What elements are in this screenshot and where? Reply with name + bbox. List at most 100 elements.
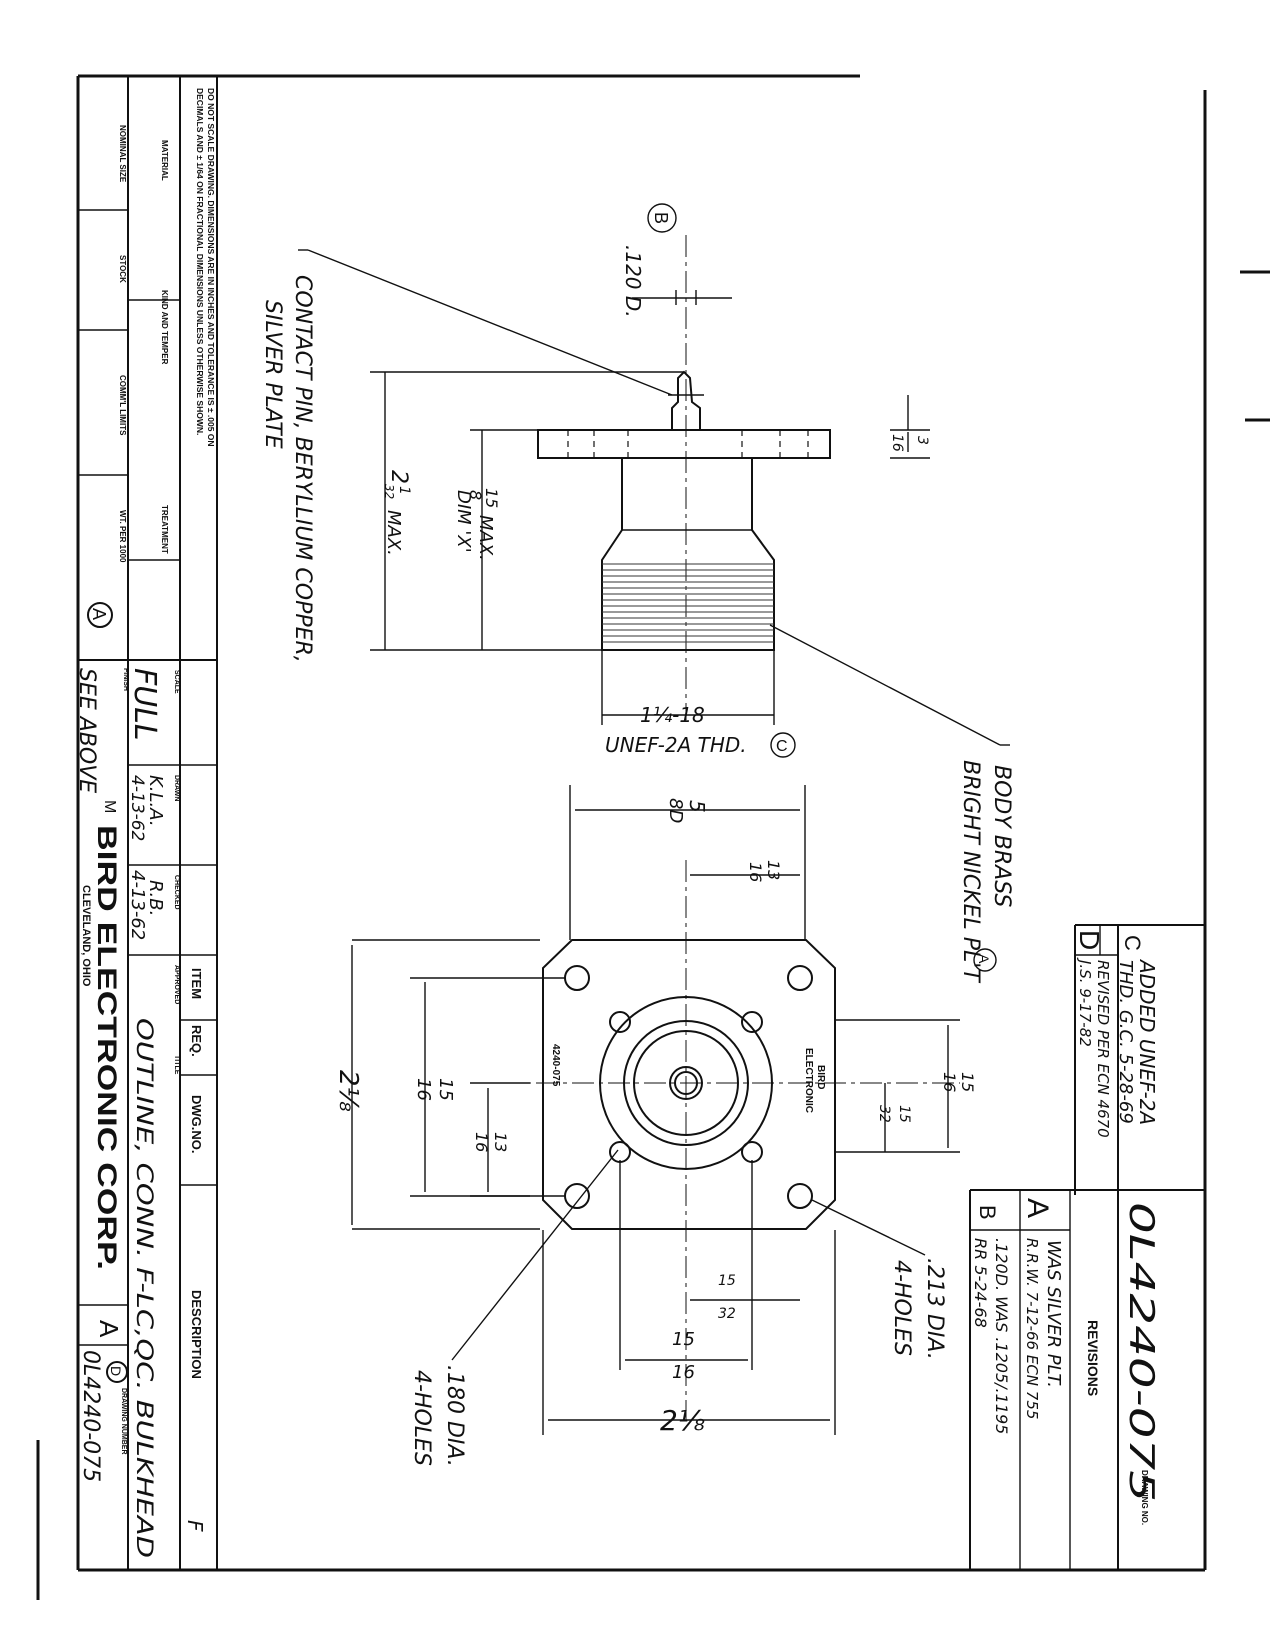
- dim-inner-num: 13: [491, 1132, 510, 1152]
- drawing-number-label: DRAWING NUMBER: [120, 1388, 127, 1455]
- revisions-block: DRAWING NO. 0L4240-075 REVISIONS A WAS S…: [969, 924, 1205, 1570]
- sheet-border: [36, 74, 1270, 1600]
- hole-large-note: .180 DIA.: [442, 1365, 467, 1467]
- rev-letter-a: A: [1021, 1198, 1054, 1218]
- scale-note-line1: DO NOT SCALE DRAWING. DIMENSIONS ARE IN …: [206, 88, 216, 447]
- hole-large-count: 4-HOLES: [409, 1370, 434, 1466]
- treatment-label: TREATMENT: [160, 505, 169, 554]
- dim-inner-den: 16: [472, 1132, 491, 1152]
- rev-c-line1: ADDED UNEF-2A: [1135, 958, 1159, 1125]
- hole-small-count: 4-HOLES: [889, 1260, 914, 1356]
- kind-temper-label: KIND AND TEMPER: [160, 290, 169, 365]
- scale-label: SCALE: [173, 670, 180, 694]
- marking-electronic: ELECTRONIC: [803, 1048, 814, 1113]
- dim-right2-den: 32: [876, 1105, 892, 1123]
- mount-hole-4: [787, 1183, 813, 1209]
- wt-per-1000-label: WT. PER 1000: [118, 510, 127, 563]
- dim-center-num: 15: [718, 1273, 736, 1289]
- body-outline: [601, 458, 775, 651]
- rev-letter-d: D: [1074, 930, 1105, 950]
- front-body-outer: [599, 996, 773, 1170]
- finish-value: SEE ABOVE: [74, 668, 99, 793]
- dim-top-num: 5: [685, 800, 709, 813]
- rev-letter-c: C: [1120, 935, 1145, 951]
- contact-pin-note-line2: SILVER PLATE: [260, 300, 285, 449]
- checked-by: R.B.: [145, 880, 166, 916]
- dim-x-den: 8: [466, 490, 485, 500]
- rev-a-line2: R.R.W. 7-12-66 ECN 755: [1023, 1238, 1041, 1419]
- checked-label: CHECKED: [173, 875, 180, 910]
- drawn-date: 4-13-62: [127, 775, 147, 841]
- overall-length-num: 1: [396, 486, 412, 495]
- rev-d-line1: REVISED PER ECN 4670: [1094, 960, 1112, 1138]
- marking-part-number: 4240-075: [550, 1044, 561, 1087]
- front-view: BIRD ELECTRONIC 4240-075 5 8D 13 16 2⅛ 1…: [333, 785, 977, 1467]
- approved-label: APPROVED: [173, 965, 180, 1004]
- m-mark: M: [101, 800, 118, 813]
- body-note-line1: BODY BRASS: [989, 765, 1014, 907]
- size-letter: A: [94, 1320, 124, 1338]
- thread-lines: [602, 563, 774, 643]
- dim-right2-num: 15: [896, 1105, 912, 1123]
- rev-letter-b: B: [975, 1205, 1000, 1220]
- flange-thickness-den: 16: [889, 434, 905, 452]
- dim-height: 2⅛: [333, 1070, 363, 1112]
- rev-c-line2: THD. G.C. 5-28-69: [1115, 960, 1136, 1124]
- flange-outline: [537, 429, 831, 459]
- circle-a-mark: A: [89, 608, 109, 620]
- revisions-header: REVISIONS: [1085, 1320, 1101, 1396]
- req-label: REQ.: [189, 1025, 204, 1057]
- pin-dia-dimension: .120 D.: [621, 245, 645, 318]
- side-view: B .120 D. 3 16 15 8 MAX. DIM 'X' 2 1 32 …: [260, 203, 1014, 983]
- body-note-line2: BRIGHT NICKEL PL'T: [958, 760, 983, 983]
- rev-a-line1: WAS SILVER PLT.: [1043, 1240, 1064, 1388]
- dim-holes-num: 15: [435, 1078, 456, 1101]
- dim-right-num: 15: [958, 1072, 977, 1092]
- material-label: MATERIAL: [160, 140, 169, 181]
- thread-spec: UNEF-2A THD.: [605, 733, 747, 757]
- dim-half-num: 13: [764, 860, 783, 880]
- drawn-label: DRAWN: [173, 775, 180, 801]
- overall-length-suffix: MAX.: [383, 510, 404, 556]
- pin-dia-circle-b: B: [651, 212, 671, 224]
- rev-circle-d: D: [108, 1366, 124, 1376]
- dim-top-den: 8D: [665, 798, 686, 823]
- body-circle-a: A: [976, 954, 992, 964]
- dim-half-den: 16: [746, 862, 765, 882]
- scale-note-line2: DECIMALS AND ± 1/64 ON FRACTIONAL DIMENS…: [195, 88, 205, 435]
- dim-x-label: DIM 'X': [453, 490, 474, 553]
- rev-b-line2: RR 5-24-68: [971, 1238, 990, 1328]
- dim-center-den: 32: [718, 1306, 736, 1322]
- mount-hole-1: [564, 965, 590, 991]
- mount-hole-2: [787, 965, 813, 991]
- comml-limits-label: COMM'L LIMITS: [118, 375, 127, 436]
- dim-bottom-den: 16: [672, 1362, 695, 1383]
- title-block: DO NOT SCALE DRAWING. DIMENSIONS ARE IN …: [74, 76, 218, 1570]
- hole-small-note: .213 DIA.: [922, 1258, 947, 1360]
- finish-label: FINISH: [122, 668, 129, 691]
- mount-hole-3: [564, 1183, 590, 1209]
- company-name: BIRD ELECTRONIC CORP.: [92, 825, 122, 1270]
- drawing-no-label: DRAWING NO.: [1140, 1470, 1149, 1525]
- overall-length-den: 32: [382, 484, 396, 499]
- marking-bird: BIRD: [815, 1065, 826, 1089]
- dim-x-num: 15: [482, 488, 501, 508]
- overall-length-whole: 2: [386, 470, 411, 484]
- dim-x-suffix: MAX.: [475, 515, 496, 561]
- drawing-no: 0L4240-075: [1121, 1202, 1161, 1502]
- checked-date: 4-13-62: [127, 870, 148, 940]
- stock-label: STOCK: [118, 255, 127, 283]
- contact-pin-note-line1: CONTACT PIN, BERYLLIUM COPPER,: [290, 275, 315, 663]
- dwg-no-label: DWG.NO.: [189, 1095, 204, 1154]
- drawing-title: OUTLINE, CONN. F-LC,QC. BULKHEAD: [131, 1018, 156, 1558]
- title-label: TITLE: [173, 1055, 180, 1075]
- dim-bottom-num: 15: [672, 1329, 695, 1350]
- scale-value: FULL: [127, 668, 162, 741]
- dim-right-den: 16: [940, 1072, 959, 1092]
- thread-circle-c: C: [776, 738, 788, 755]
- drawing-number: 0L4240-075: [78, 1350, 103, 1482]
- dim-holes-den: 16: [413, 1078, 434, 1101]
- item-label: ITEM: [189, 968, 204, 999]
- nominal-size-label: NOMINAL SIZE: [118, 125, 127, 183]
